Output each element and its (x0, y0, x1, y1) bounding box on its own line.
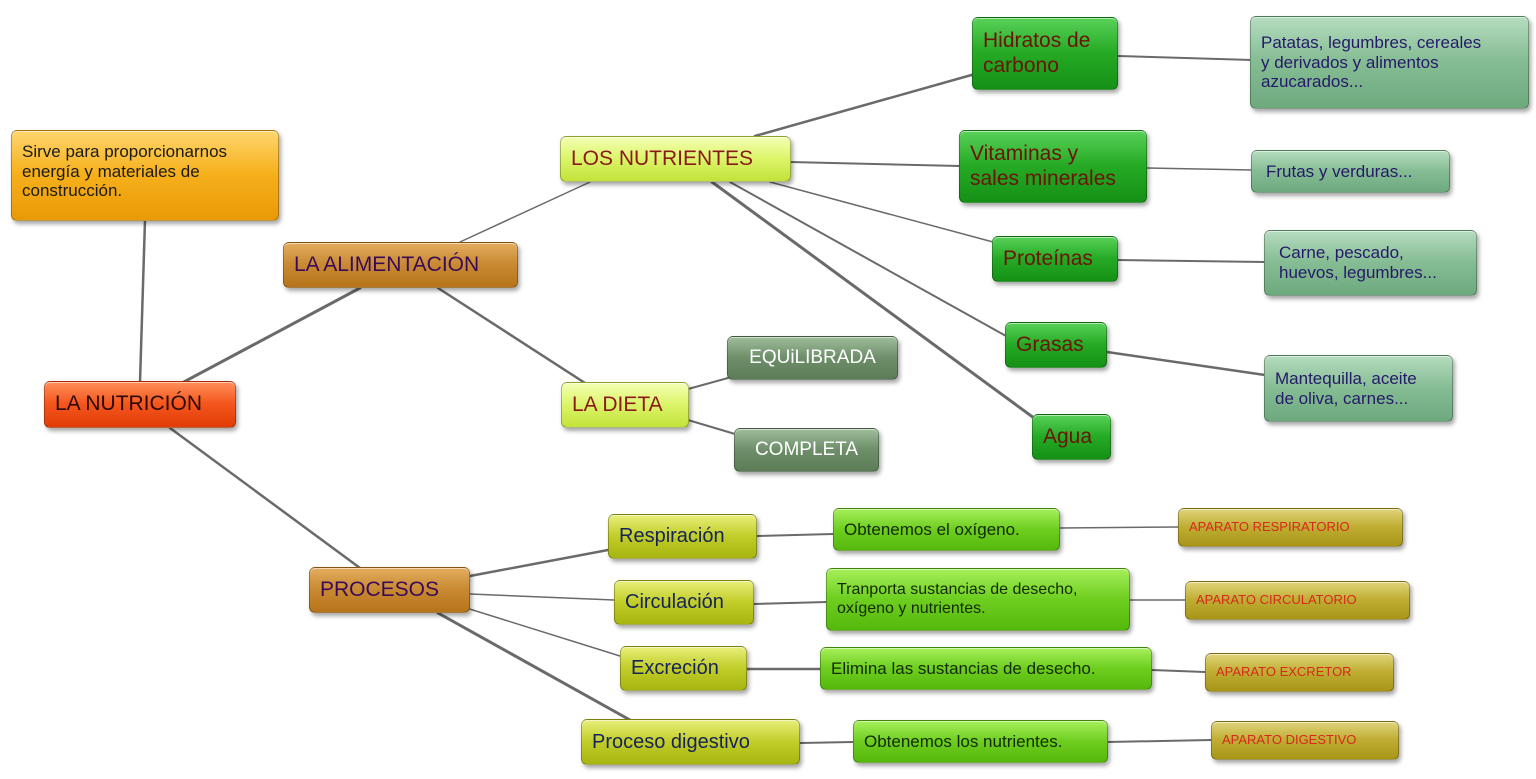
node-system-excretor[interactable]: APARATO EXCRETOR (1205, 653, 1394, 692)
node-description[interactable]: Sirve para proporcionarnos energía y mat… (11, 130, 279, 221)
node-la-alimentacion[interactable]: LA ALIMENTACIÓN (283, 242, 518, 288)
node-nutrient-hidratos[interactable]: Hidratos de carbono (972, 17, 1118, 90)
node-diet-completa[interactable]: COMPLETA (734, 428, 879, 472)
node-la-dieta[interactable]: LA DIETA (561, 382, 689, 428)
connector-dieta-equilibrada (687, 377, 729, 390)
node-examples-hidratos[interactable]: Patatas, legumbres, cereales y derivados… (1250, 16, 1529, 109)
node-examples-grasas[interactable]: Mantequilla, aceite de oliva, carnes... (1264, 355, 1453, 422)
connector-alimentacion-nutrientes (459, 181, 591, 243)
node-system-circulatorio[interactable]: APARATO CIRCULATORIO (1185, 581, 1410, 620)
node-system-respiratorio[interactable]: APARATO RESPIRATORIO (1178, 508, 1403, 547)
node-nutrient-vitaminas[interactable]: Vitaminas y sales minerales (959, 130, 1147, 203)
connector-digestivo-description (799, 741, 854, 744)
connector-root-alimentacion (178, 286, 362, 386)
connector-respiracion-description (756, 533, 834, 537)
connector-nutrientes-proteinas (769, 181, 994, 243)
node-system-digestivo[interactable]: APARATO DIGESTIVO (1211, 721, 1399, 760)
connector-procesos-circulacion (469, 593, 615, 601)
node-procesos[interactable]: PROCESOS (309, 567, 470, 613)
node-nutrient-grasas[interactable]: Grasas (1005, 322, 1107, 368)
node-process-respiracion[interactable]: Respiración (608, 514, 757, 559)
node-description-digestivo[interactable]: Obtenemos los nutrientes. (853, 720, 1108, 763)
connector-respiracion-system (1059, 526, 1179, 529)
node-nutrient-agua[interactable]: Agua (1032, 414, 1111, 460)
connector-hidratos-examples (1117, 55, 1253, 61)
node-description-respiracion[interactable]: Obtenemos el oxígeno. (833, 508, 1060, 551)
node-la-nutricion[interactable]: LA NUTRICIÓN (44, 381, 236, 428)
connector-proteinas-examples (1117, 259, 1266, 263)
node-process-digestivo[interactable]: Proceso digestivo (581, 719, 800, 765)
connector-grasas-examples (1105, 350, 1267, 377)
node-process-excrecion[interactable]: Excreción (620, 646, 747, 691)
connector-nutrientes-grasas (729, 181, 1007, 337)
connector-procesos-excrecion (459, 605, 621, 657)
node-examples-vitaminas[interactable]: Frutas y verduras... (1251, 150, 1450, 193)
connector-vitaminas-examples (1146, 167, 1253, 171)
connector-alimentacion-dieta (436, 286, 587, 385)
connector-dieta-completa (687, 419, 736, 435)
connector-digestivo-system (1107, 739, 1212, 743)
connector-circulacion-description (753, 601, 828, 605)
node-description-circulacion[interactable]: Tranporta sustancias de desecho, oxígeno… (826, 568, 1130, 631)
connector-root-description (138, 218, 147, 384)
connector-excrecion-system (1151, 669, 1206, 673)
connector-nutrientes-hidratos (753, 72, 977, 138)
connector-root-procesos (168, 426, 362, 570)
node-examples-proteinas[interactable]: Carne, pescado, huevos, legumbres... (1264, 230, 1477, 296)
connector-nutrientes-vitaminas (789, 161, 961, 167)
node-los-nutrientes[interactable]: LOS NUTRIENTES (560, 136, 791, 182)
node-diet-equilibrada[interactable]: EQUiLIBRADA (727, 336, 898, 380)
connector-nutrientes-agua (710, 180, 1036, 420)
connector-procesos-digestivo (436, 611, 632, 722)
connector-procesos-respiracion (468, 548, 610, 578)
node-nutrient-proteinas[interactable]: Proteínas (992, 236, 1118, 282)
node-process-circulacion[interactable]: Circulación (614, 580, 754, 625)
node-description-excrecion[interactable]: Elimina las sustancias de desecho. (820, 647, 1152, 690)
